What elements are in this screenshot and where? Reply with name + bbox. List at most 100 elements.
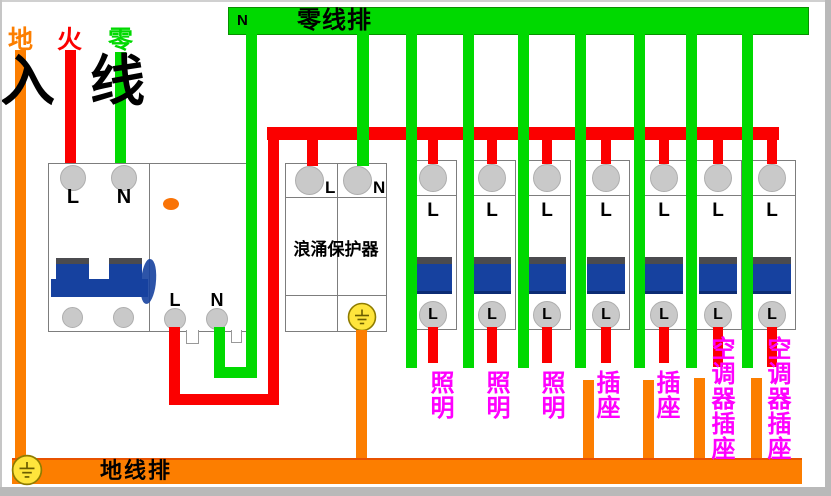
main-input-n-label: N <box>116 186 132 208</box>
branch-live-drop-wire <box>487 138 497 164</box>
breaker-output-terminal: L <box>592 301 620 329</box>
circuit-label-socket-2: 插座 <box>652 370 679 420</box>
circuit-neutral-wire <box>406 33 417 368</box>
circuit-neutral-wire <box>634 33 645 368</box>
branch-live-drop-wire <box>542 138 552 164</box>
breaker-toggle <box>414 257 452 294</box>
branch-breaker-7: L L <box>748 160 796 330</box>
breaker-output-terminal: L <box>419 301 447 329</box>
circuit-ground-wire <box>643 380 654 458</box>
circuit-label-ac-socket-2: 空调器插座 <box>763 336 790 461</box>
circuit-live-wire <box>428 327 438 363</box>
breaker-output-terminal: L <box>533 301 561 329</box>
ground-symbol-icon <box>347 302 377 332</box>
earth-label: 地 <box>8 26 34 54</box>
divider-line <box>286 197 386 198</box>
neutral-loop-riser-wire <box>246 33 257 378</box>
circuit-live-wire <box>542 327 552 363</box>
surge-l-label: L <box>325 178 336 197</box>
branch-live-drop-wire <box>713 138 723 164</box>
frame-edge <box>825 0 831 496</box>
din-clip <box>186 330 199 344</box>
frame-edge <box>0 487 831 496</box>
breaker-toggle <box>528 257 566 294</box>
surge-live-drop-wire <box>307 138 318 166</box>
main-bottom-terminal <box>113 307 134 328</box>
breaker-input-terminal <box>533 164 561 192</box>
circuit-neutral-wire <box>686 33 697 368</box>
main-breaker-toggle-base <box>51 279 148 297</box>
incoming-line-label-1: 入 <box>0 50 56 112</box>
main-breaker: L N L N <box>48 163 247 332</box>
neutral-bus-bar: N 零线排 <box>228 7 809 35</box>
breaker-input-terminal <box>704 164 732 192</box>
surge-n-label: N <box>373 178 386 197</box>
breaker-input-terminal <box>419 164 447 192</box>
circuit-neutral-wire <box>518 33 529 368</box>
breaker-output-terminal: L <box>478 301 506 329</box>
breaker-toggle <box>587 257 625 294</box>
module-divider <box>149 164 150 331</box>
live-bus-riser-wire <box>268 127 279 405</box>
branch-live-drop-wire <box>601 138 611 164</box>
breaker-input-terminal <box>592 164 620 192</box>
circuit-label-lighting-1: 照明 <box>426 370 453 420</box>
divider-line <box>583 195 629 196</box>
circuit-label-lighting-3: 照明 <box>537 370 564 420</box>
module-divider <box>337 164 338 331</box>
breaker-input-terminal <box>758 164 786 192</box>
breaker-input-label: L <box>766 200 778 221</box>
surge-n-terminal <box>343 166 372 195</box>
main-output-l-label: L <box>169 290 181 310</box>
branch-live-drop-wire <box>767 138 777 164</box>
ground-bus-bar: 地线排 <box>12 458 802 484</box>
breaker-input-terminal <box>478 164 506 192</box>
surge-neutral-drop-wire <box>357 33 369 166</box>
breaker-input-label: L <box>600 200 612 221</box>
main-input-l-terminal <box>60 165 86 191</box>
divider-line <box>286 295 386 296</box>
divider-line <box>641 195 687 196</box>
circuit-neutral-wire <box>742 33 753 368</box>
surge-protector: L N 浪涌保护器 <box>285 163 387 332</box>
main-output-n-label: N <box>210 290 224 310</box>
circuit-live-wire <box>713 327 723 367</box>
main-input-n-terminal <box>111 165 137 191</box>
divider-line <box>749 195 795 196</box>
circuit-label-ac-socket-1: 空调器插座 <box>707 336 734 461</box>
branch-breaker-1: L L <box>409 160 457 330</box>
surge-l-terminal <box>295 166 324 195</box>
circuit-live-wire <box>487 327 497 363</box>
main-breaker-toggle <box>56 258 89 279</box>
breaker-input-label: L <box>658 200 670 221</box>
din-clip <box>231 330 242 343</box>
breaker-input-label: L <box>541 200 553 221</box>
branch-live-drop-wire <box>428 138 438 164</box>
indicator-led <box>163 198 179 210</box>
branch-breaker-5: L L <box>640 160 688 330</box>
branch-breaker-3: L L <box>523 160 571 330</box>
circuit-neutral-wire <box>575 33 586 368</box>
neutral-input-wire <box>115 52 126 163</box>
neutral-bus-title: 零线排 <box>297 7 372 34</box>
neutral-bus-n-label: N <box>237 12 248 29</box>
live-label: 火 <box>57 26 83 54</box>
surge-ground-wire <box>356 330 367 458</box>
live-loop-horizontal-wire <box>169 394 279 405</box>
circuit-ground-wire <box>694 378 705 458</box>
ground-bus-title: 地线排 <box>100 458 173 483</box>
branch-breaker-4: L L <box>582 160 630 330</box>
surge-title: 浪涌保护器 <box>293 240 379 259</box>
breaker-input-terminal <box>650 164 678 192</box>
divider-line <box>524 195 570 196</box>
neutral-loop-horizontal-wire <box>214 367 257 378</box>
incoming-line-label-2: 线 <box>90 50 146 112</box>
circuit-neutral-wire <box>463 33 474 368</box>
frame-edge <box>0 0 2 496</box>
circuit-label-socket-1: 插座 <box>592 370 619 420</box>
branch-breaker-2: L L <box>468 160 516 330</box>
divider-line <box>469 195 515 196</box>
main-bottom-terminal <box>62 307 83 328</box>
breaker-input-label: L <box>427 200 439 221</box>
